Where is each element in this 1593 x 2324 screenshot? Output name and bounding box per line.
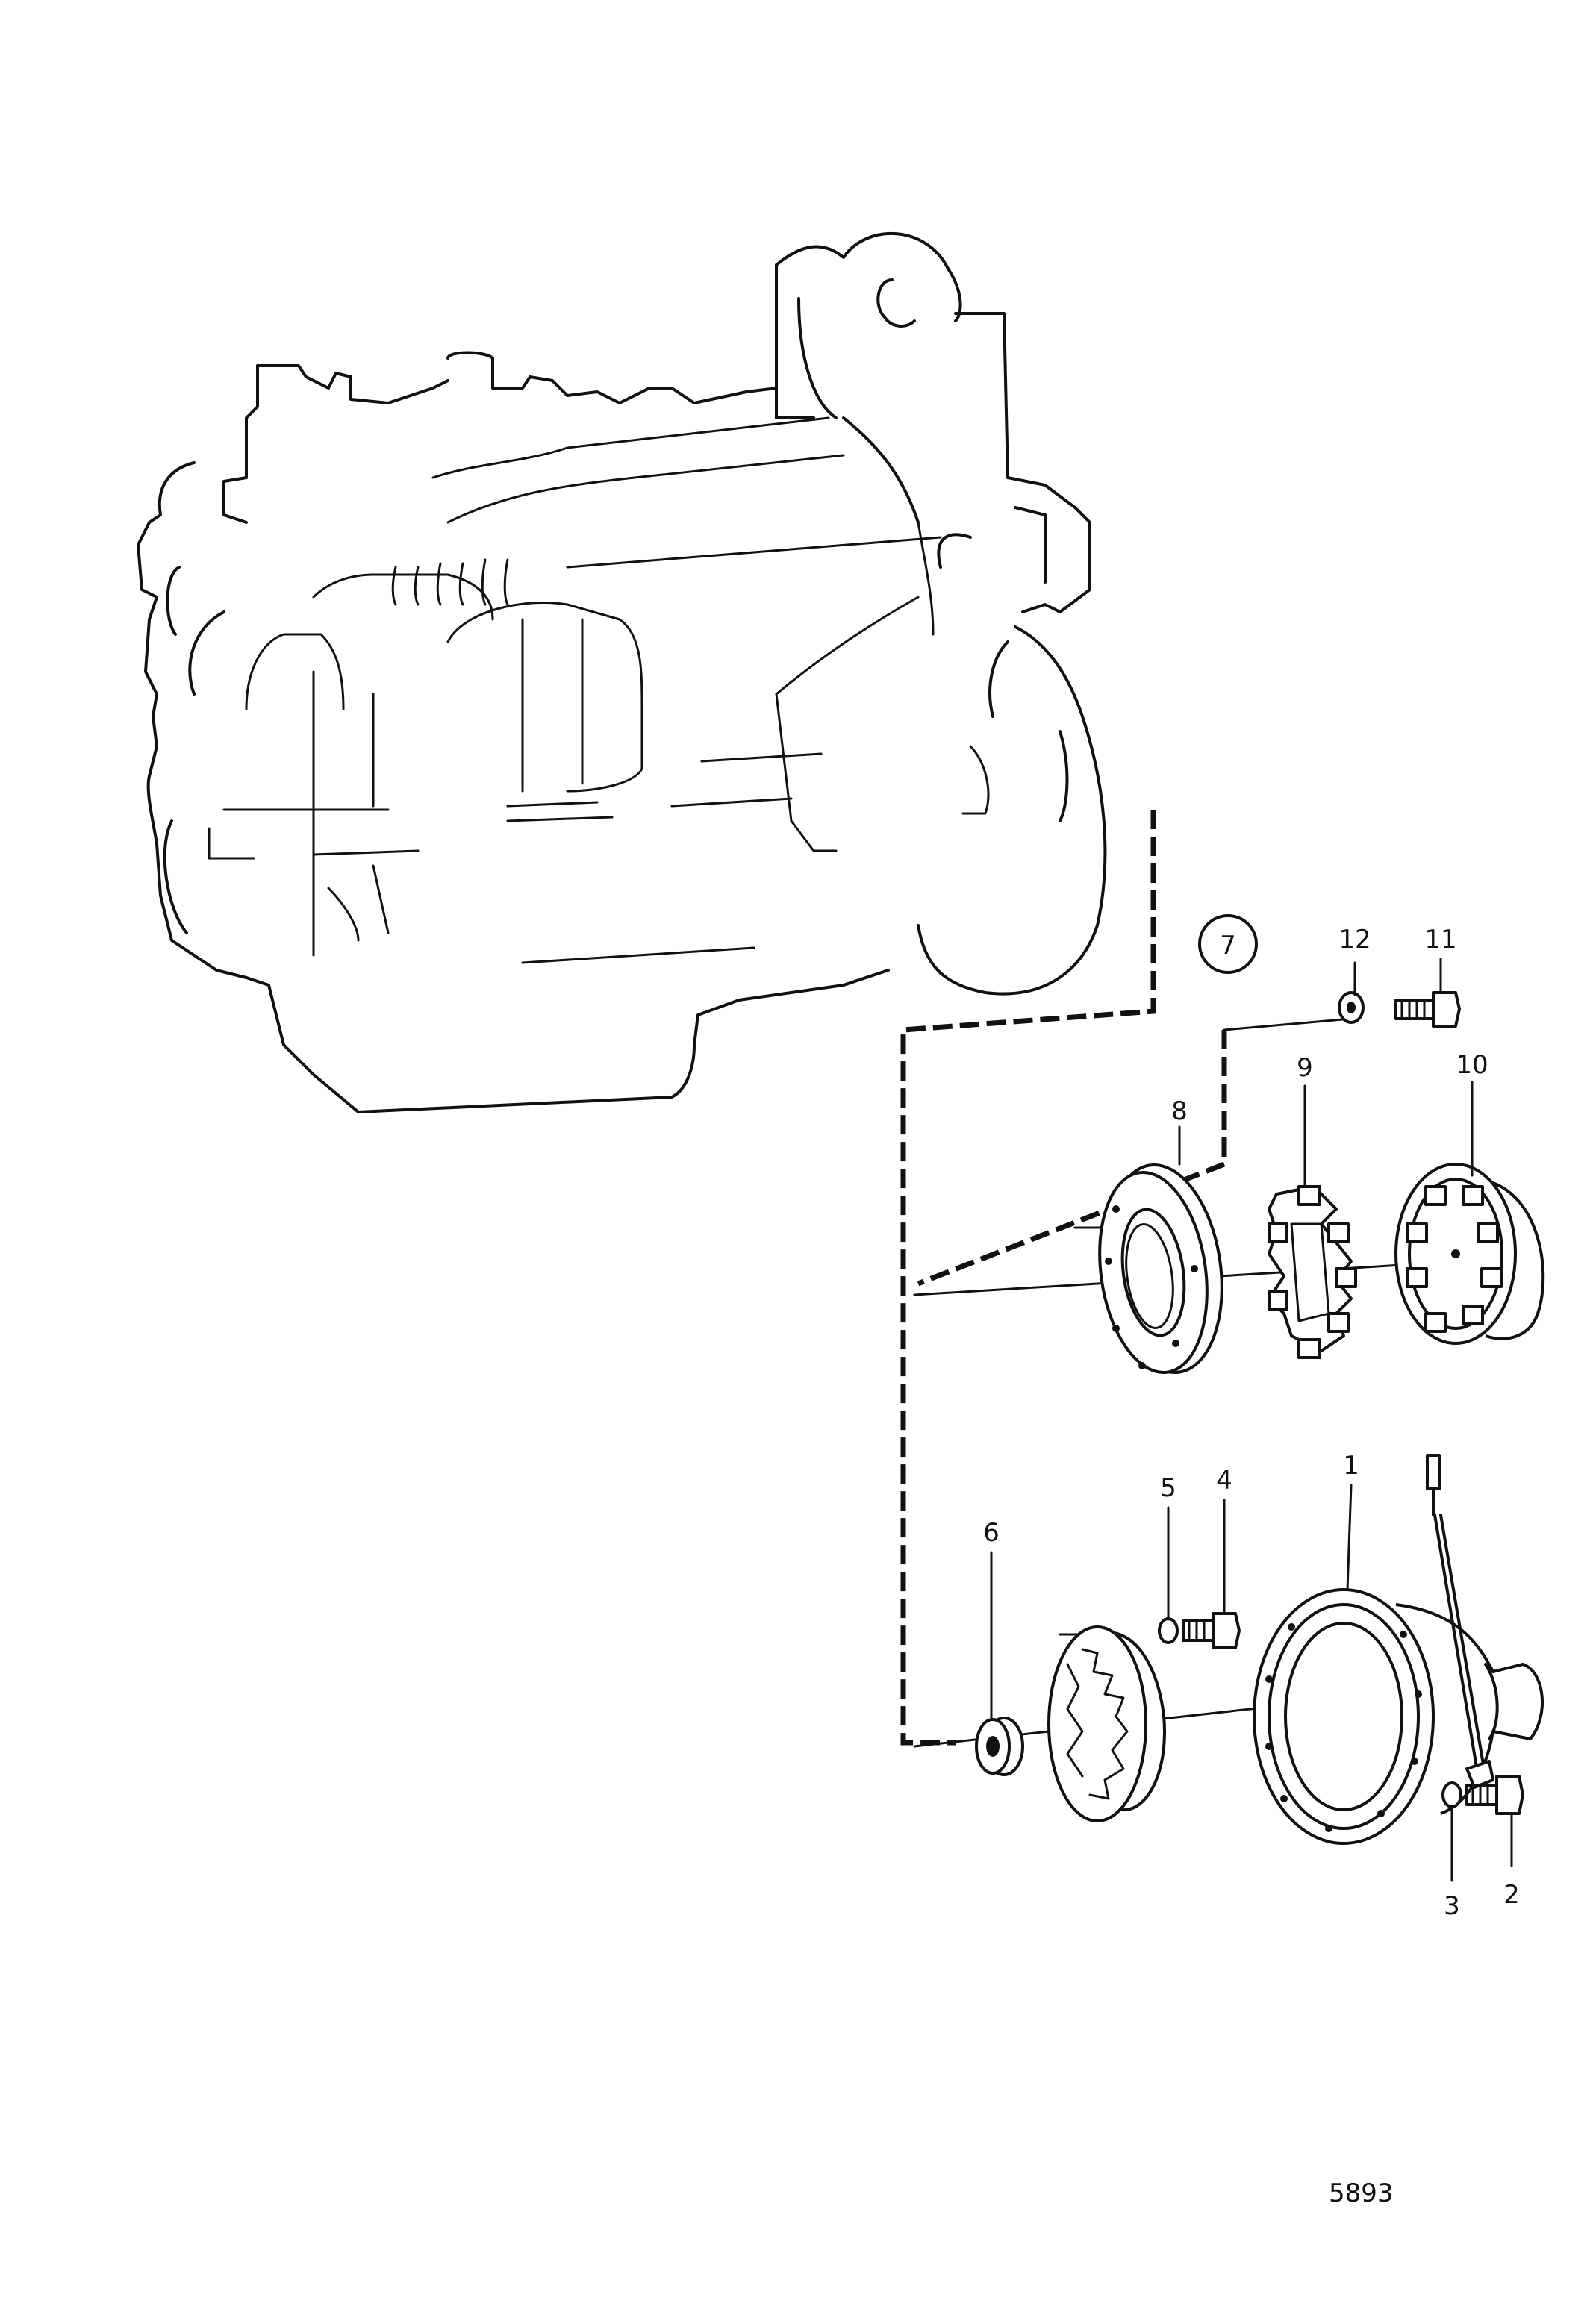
callout-3: 3 bbox=[1444, 1891, 1460, 1921]
callout-6: 6 bbox=[983, 1518, 1000, 1548]
callout-8: 8 bbox=[1171, 1096, 1188, 1126]
part-6-bearing bbox=[975, 1717, 1024, 1776]
callout-leaders bbox=[990, 958, 1513, 1882]
part-2-bolt bbox=[1465, 1775, 1524, 1815]
callout-12: 12 bbox=[1338, 925, 1371, 955]
part-1-housing bbox=[1253, 1454, 1544, 1845]
splined-hub bbox=[1047, 1625, 1166, 1822]
part-11-bolt bbox=[1394, 991, 1461, 1028]
callout-11: 11 bbox=[1424, 925, 1456, 955]
engine-outline bbox=[137, 231, 1107, 1113]
callout-labels: 7 12 11 8 9 10 1 4 5 6 2 3 bbox=[983, 914, 1520, 1921]
part-12-washer bbox=[1338, 991, 1365, 1024]
part-3-washer bbox=[1441, 1781, 1462, 1808]
part-9-coupling-element bbox=[1268, 1185, 1357, 1359]
callout-7-circle bbox=[1198, 914, 1258, 974]
assembly-leader-lines bbox=[900, 810, 1353, 1746]
part-10-hub bbox=[1394, 1163, 1545, 1345]
callout-2: 2 bbox=[1503, 1880, 1520, 1910]
callout-5: 5 bbox=[1160, 1473, 1176, 1503]
callout-1: 1 bbox=[1343, 1451, 1359, 1481]
figure-number: 5893 bbox=[1329, 2178, 1394, 2208]
callout-9: 9 bbox=[1297, 1053, 1313, 1083]
part-4-bolt bbox=[1182, 1612, 1241, 1649]
part-8-flange bbox=[1098, 1163, 1223, 1375]
callout-10: 10 bbox=[1456, 1050, 1488, 1080]
part-5-washer bbox=[1158, 1617, 1179, 1644]
callout-7: 7 bbox=[1220, 931, 1236, 960]
callout-4: 4 bbox=[1216, 1466, 1232, 1496]
